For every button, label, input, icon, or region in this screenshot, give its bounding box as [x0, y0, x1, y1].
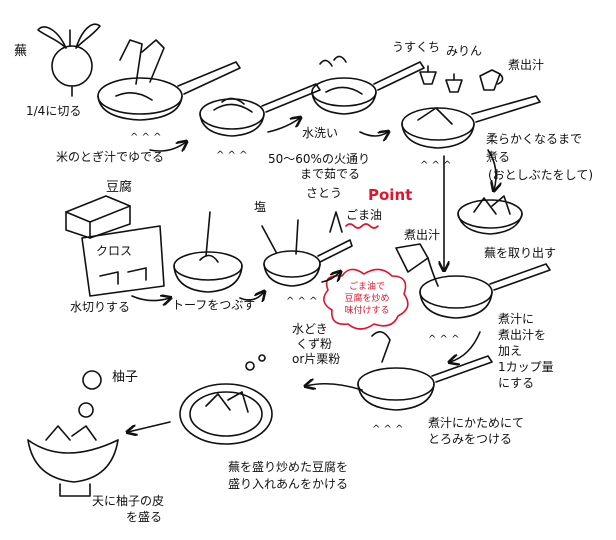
pan-boil-icon — [98, 40, 240, 120]
label-add-stock-1: 煮汁に — [498, 312, 535, 326]
label-add-stock-3: 加え — [498, 344, 523, 358]
label-sugar: さとう — [306, 186, 343, 200]
label-add-stock-5: にする — [498, 376, 535, 390]
label-add-stock-4: 1カップ量 — [498, 360, 554, 374]
label-cloth: クロス — [96, 244, 133, 258]
svg-text:^ ^ ^: ^ ^ ^ — [216, 150, 248, 161]
label-kabu: 蕪 — [14, 44, 28, 59]
pan-rinse-icon — [312, 56, 424, 114]
bottle-usukuchi-icon — [420, 66, 462, 92]
label-wash: 水洗い — [302, 126, 339, 140]
label-starch-1: 水どき — [292, 322, 328, 336]
serving-bowl-icon — [180, 355, 272, 444]
pan-simmer-icon — [402, 96, 540, 148]
label-point-note-2: 豆腐を炒め — [344, 294, 390, 304]
pan-wash-icon — [200, 84, 320, 136]
label-point-note-3: 味付けする — [344, 306, 390, 316]
pan-fry-tofu-icon — [262, 212, 352, 286]
turnip-icon — [38, 24, 100, 96]
label-take-out-kabu: 蕪を取り出す — [484, 246, 557, 260]
arrow-serve — [128, 422, 170, 432]
label-thicken-1: 煮汁にかためにて — [428, 416, 525, 430]
cloth-icon — [82, 226, 164, 296]
point-cloud-icon — [324, 269, 408, 329]
label-serve-2: 盛り入れあんをかける — [228, 477, 349, 491]
label-crush-tofu: トーフをつぶす — [172, 298, 256, 312]
label-mirin: みりん — [446, 44, 483, 58]
final-bowl-icon — [28, 426, 118, 496]
label-nidashi-mid: 煮出汁 — [404, 228, 441, 242]
svg-text:^ ^ ^: ^ ^ ^ — [428, 334, 460, 345]
label-add-stock-2: 煮出汁を — [498, 328, 547, 342]
label-usukuchi: うすくち — [392, 40, 441, 54]
arrow-step1 — [150, 142, 186, 151]
pan-add-stock-icon — [396, 244, 550, 318]
arrow-step3 — [360, 132, 388, 136]
label-simmer-1: 柔らかくなるまで — [486, 132, 583, 146]
label-starch-2: くず粉 — [296, 337, 333, 351]
svg-text:^ ^ ^: ^ ^ ^ — [286, 296, 318, 307]
label-heat-note-1: 50～60%の火通り — [268, 152, 370, 166]
arrow-step2 — [268, 118, 300, 132]
label-simmer-2: 煮る — [486, 150, 511, 164]
label-garnish-1: 天に柚子の皮 — [92, 494, 165, 508]
stock-pitcher-icon — [480, 70, 503, 90]
svg-text:^ ^ ^: ^ ^ ^ — [372, 424, 404, 435]
arrow-drain — [132, 296, 170, 301]
tofu-block-icon — [66, 196, 130, 238]
label-tofu: 豆腐 — [106, 180, 133, 195]
arrow-fry — [322, 272, 340, 282]
label-heat-note-2: まで茹でる — [300, 167, 361, 181]
label-starch-3: or片栗粉 — [292, 352, 341, 366]
label-simmer-3: (おとしぶたをして) — [488, 168, 594, 182]
label-point: Point — [368, 186, 413, 204]
label-salt: 塩 — [254, 200, 267, 214]
arrow-add-stock — [450, 332, 480, 362]
label-serve-1: 蕪を盛り炒めた豆腐を — [228, 460, 349, 474]
label-thicken-2: とろみをつける — [428, 432, 513, 446]
arrow-step4 — [488, 150, 496, 190]
bowl-crush-icon — [174, 212, 242, 292]
label-quarter-cut: 1/4に切る — [26, 104, 82, 118]
plate-turnip-icon — [458, 196, 522, 234]
svg-text:^ ^ ^: ^ ^ ^ — [130, 132, 162, 143]
label-yuzu: 柚子 — [112, 370, 139, 385]
arrow-crush — [240, 292, 264, 300]
label-sesame-oil: ごま油 — [346, 208, 383, 222]
yuzu-icon — [79, 371, 101, 417]
label-drain: 水切りする — [70, 300, 131, 314]
label-point-note-1: ごま油で — [348, 282, 385, 292]
label-garnish-2: を盛る — [126, 510, 163, 524]
label-nidashi-top: 煮出汁 — [508, 58, 545, 72]
pan-thicken-icon — [358, 332, 492, 410]
point-underline-icon — [346, 224, 378, 228]
label-boil: 米のとぎ汁でゆでる — [56, 150, 165, 164]
arrow-thicken — [306, 384, 362, 390]
svg-text:^ ^ ^: ^ ^ ^ — [420, 160, 452, 171]
